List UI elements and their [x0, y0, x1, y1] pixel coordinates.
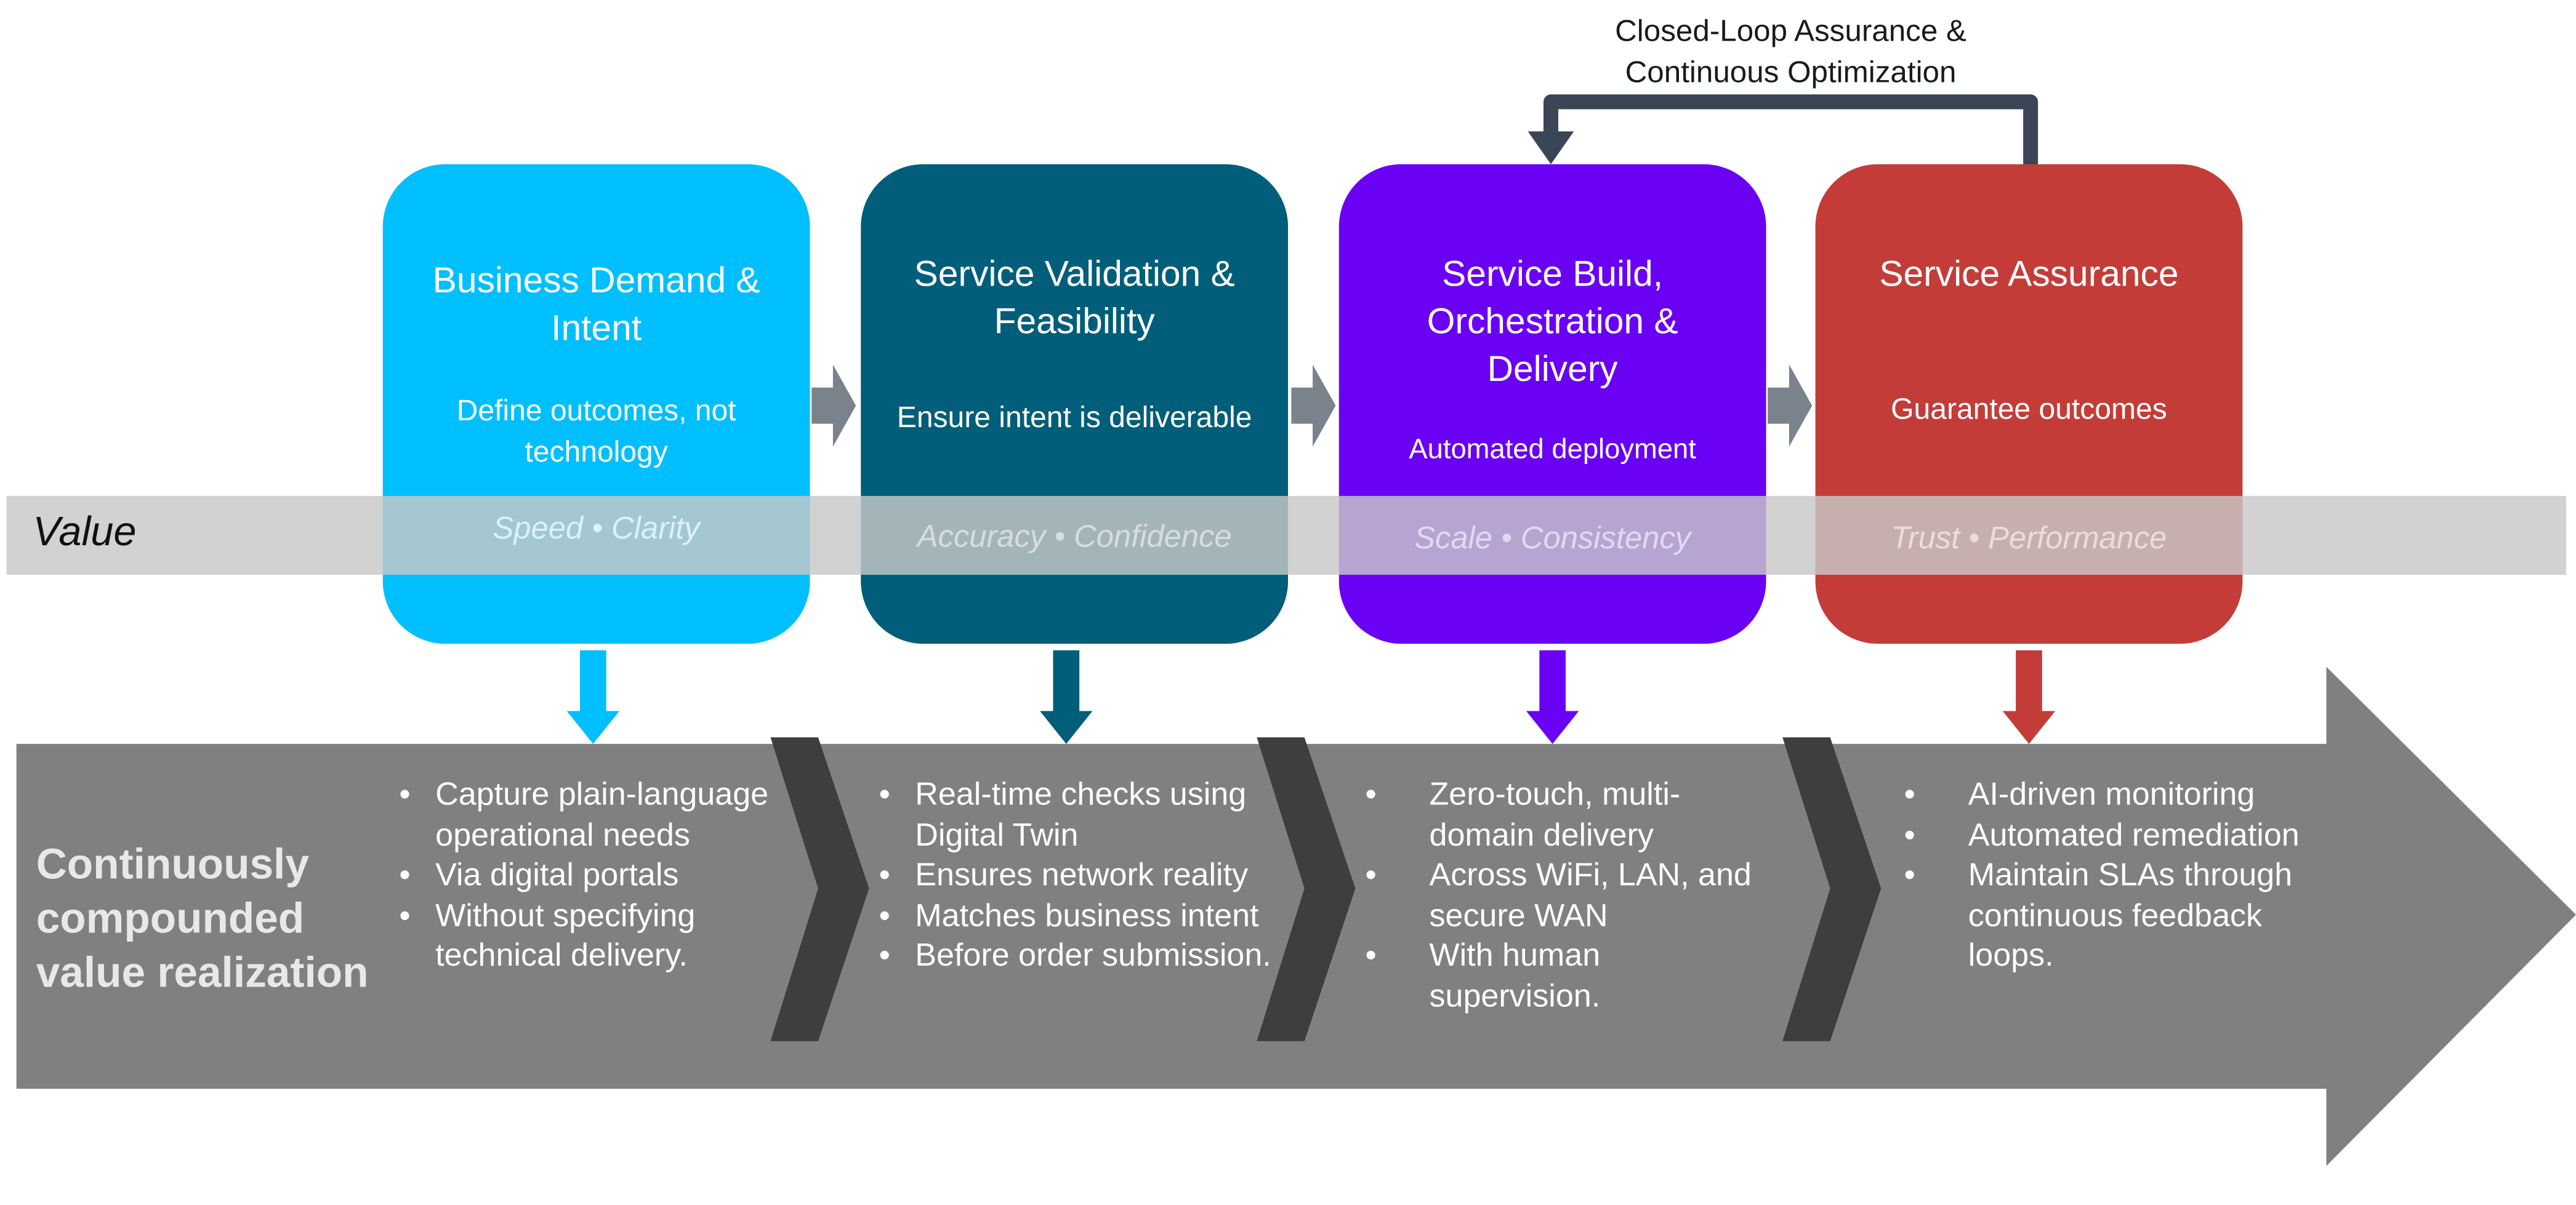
stage-subtitle: Ensure intent is deliverable	[896, 401, 1252, 434]
bullet-column-2: Real-time checks using Digital Twin Ensu…	[879, 775, 1290, 977]
bullet-item: Across WiFi, LAN, and secure WAN	[1365, 856, 1779, 937]
loop-arrow-path	[1543, 94, 2039, 168]
stage-value-3: Scale • Consistency	[1414, 522, 1691, 557]
stage-value-1: Speed • Clarity	[493, 512, 700, 547]
stage-value-4: Trust • Performance	[1891, 522, 2167, 557]
bullet-item: Ensures network reality	[879, 856, 1290, 897]
stage-subtitle: Automated deployment	[1409, 433, 1696, 465]
bullet-column-4: AI-driven monitoring Automated remediati…	[1904, 775, 2307, 977]
closed-loop-label: Closed-Loop Assurance & Continuous Optim…	[1544, 10, 2037, 92]
realization-line-3: value realization	[36, 947, 369, 997]
chevron-1	[770, 737, 869, 1041]
realization-line-1: Continuously	[36, 839, 309, 889]
bullet-item: With human supervision.	[1365, 937, 1779, 1017]
stage-title: Service Validation & Feasibility	[914, 252, 1235, 342]
bullet-item: Zero-touch, multi-domain delivery	[1365, 775, 1779, 855]
bullet-column-1: Capture plain-language operational needs…	[399, 775, 773, 977]
bullet-item: Automated remediation	[1904, 815, 2307, 856]
bullet-item: Maintain SLAs through continuous feedbac…	[1904, 856, 2307, 977]
bullet-item: Capture plain-language operational needs	[399, 775, 773, 855]
bullet-item: Matches business intent	[879, 896, 1290, 937]
down-arrow-3	[1526, 650, 1579, 744]
down-arrow-4	[2002, 650, 2056, 744]
bullet-item: Via digital portals	[399, 856, 773, 897]
loop-label-line-1: Closed-Loop Assurance &	[1615, 13, 1966, 48]
stage-title: Service Build, Orchestration & Delivery	[1427, 252, 1678, 390]
value-band	[6, 495, 2567, 575]
step-arrow-1	[811, 364, 856, 447]
down-arrow-2	[1040, 650, 1093, 744]
bullet-item: Before order submission.	[879, 937, 1290, 977]
step-arrow-2	[1291, 364, 1336, 447]
loop-label-line-2: Continuous Optimization	[1625, 54, 1957, 89]
realization-label: Continuously compounded value realizatio…	[36, 838, 369, 1000]
realization-line-2: compounded	[36, 893, 305, 943]
bullet-column-3: Zero-touch, multi-domain delivery Across…	[1365, 775, 1779, 1017]
value-label: Value	[33, 509, 137, 555]
stage-value-2: Accuracy • Confidence	[917, 520, 1232, 555]
bullet-item: Without specifying technical delivery.	[399, 896, 773, 977]
stage-title: Business Demand & Intent	[432, 259, 760, 348]
bullet-item: AI-driven monitoring	[1904, 775, 2307, 815]
bullet-item: Real-time checks using Digital Twin	[879, 775, 1290, 855]
step-arrow-3	[1768, 364, 1813, 447]
stage-subtitle: Define outcomes, not technology	[456, 394, 736, 468]
stage-title: Service Assurance	[1879, 252, 2179, 294]
loop-arrowhead	[1527, 131, 1574, 164]
down-arrow-1	[566, 650, 619, 744]
chevron-3	[1782, 737, 1882, 1041]
stage-subtitle: Guarantee outcomes	[1891, 392, 2167, 426]
